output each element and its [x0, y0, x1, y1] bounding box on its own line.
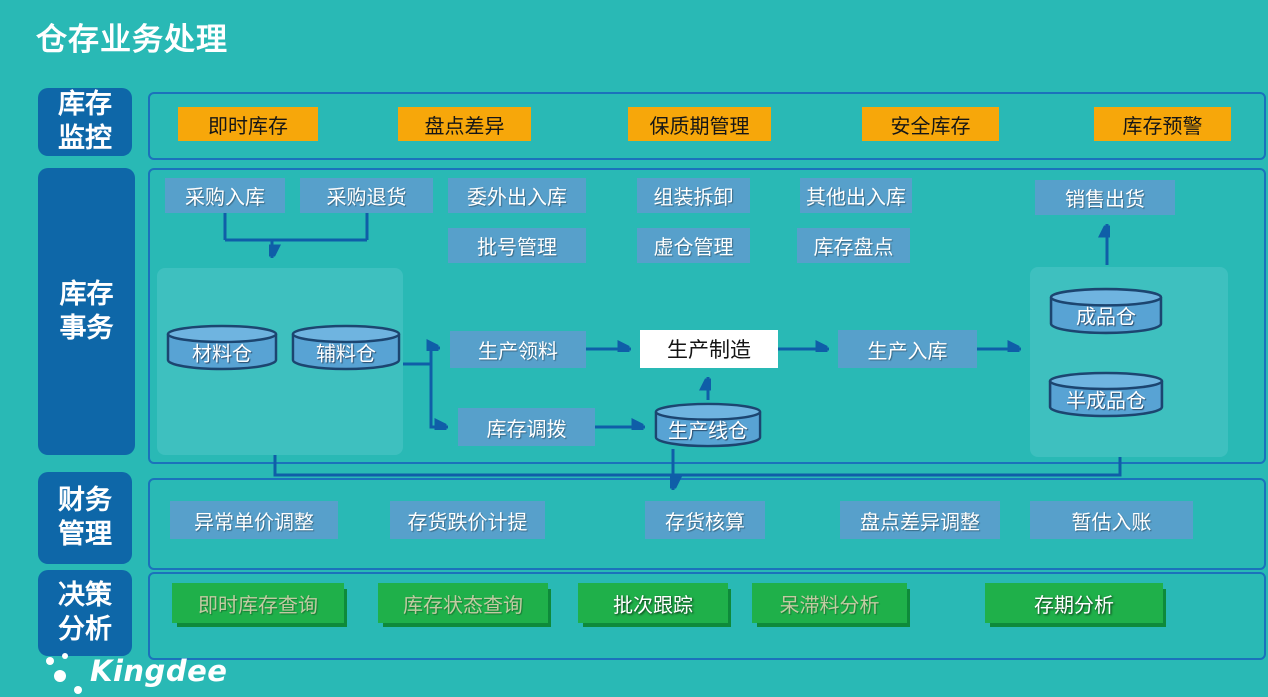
sidebar-item-inventory-transactions: 库存事务	[38, 168, 135, 455]
sidebar-item-inventory-monitoring: 库存监控	[38, 88, 132, 156]
node-abnormal-price-adjustment: 异常单价调整	[170, 501, 338, 539]
inventory-transactions-frame	[148, 168, 1266, 464]
cylinder-icon	[1049, 287, 1163, 335]
node-estimated-entry: 暂估入账	[1030, 501, 1193, 539]
node-safety-stock: 安全库存	[862, 107, 999, 141]
cylinder-icon	[1048, 371, 1164, 418]
node-stocktaking-difference: 盘点差异	[398, 107, 531, 141]
cylinder-material-warehouse: 材料仓	[166, 324, 278, 372]
node-instant-inventory-query: 即时库存查询	[172, 583, 344, 623]
cylinder-label: 半成品仓	[1066, 388, 1146, 413]
node-batch-management: 批号管理	[448, 228, 586, 263]
node-production-inbound: 生产入库	[838, 330, 977, 368]
logo-text: Kingdee	[90, 654, 228, 688]
node-assembly-disassembly: 组装拆卸	[637, 178, 750, 213]
cylinder-label: 辅料仓	[316, 341, 376, 366]
cylinder-label: 生产线仓	[668, 418, 748, 443]
node-production-manufacturing: 生产制造	[640, 330, 778, 368]
node-inventory-transfer: 库存调拨	[458, 408, 595, 446]
node-inventory-depreciation: 存货跌价计提	[390, 501, 545, 539]
cylinder-finished-goods-warehouse: 成品仓	[1049, 287, 1163, 336]
cylinder-icon	[166, 324, 278, 371]
cylinder-label: 成品仓	[1076, 304, 1136, 329]
sidebar-label: 库存监控	[58, 89, 112, 154]
node-stocktaking: 库存盘点	[797, 228, 910, 263]
node-other-in-out: 其他出入库	[800, 178, 912, 213]
node-instant-inventory: 即时库存	[178, 107, 318, 141]
node-purchase-return: 采购退货	[300, 178, 433, 213]
cylinder-icon	[291, 324, 401, 371]
finance-management-frame	[148, 478, 1266, 570]
node-inventory-alert: 库存预警	[1094, 107, 1231, 141]
page-title: 仓存业务处理	[36, 22, 228, 58]
cylinder-semi-finished-warehouse: 半成品仓	[1048, 371, 1164, 419]
node-shelf-life-management: 保质期管理	[628, 107, 771, 141]
kingdee-logo: Kingdee	[26, 646, 256, 696]
node-purchase-inbound: 采购入库	[165, 178, 285, 213]
logo-dot-icon	[54, 670, 66, 682]
node-stocktaking-difference-adjustment: 盘点差异调整	[840, 501, 1000, 539]
node-slow-moving-analysis: 呆滞料分析	[752, 583, 907, 623]
node-virtual-warehouse: 虚仓管理	[637, 228, 750, 263]
node-inventory-status-query: 库存状态查询	[378, 583, 548, 623]
cylinder-label: 材料仓	[192, 341, 252, 366]
node-production-picking: 生产领料	[450, 331, 586, 368]
logo-dot-icon	[46, 657, 54, 665]
sidebar-item-finance-management: 财务管理	[38, 472, 132, 564]
decision-analysis-frame	[148, 572, 1266, 660]
node-sales-shipment: 销售出货	[1035, 180, 1175, 215]
logo-dot-icon	[62, 653, 68, 659]
node-outsourcing-in-out: 委外出入库	[448, 178, 586, 213]
node-storage-period-analysis: 存期分析	[985, 583, 1163, 623]
sidebar-label: 财务管理	[58, 485, 112, 550]
node-inventory-accounting: 存货核算	[645, 501, 765, 539]
node-batch-tracking: 批次跟踪	[578, 583, 728, 623]
inventory-monitoring-frame	[148, 92, 1266, 160]
cylinder-production-line-warehouse: 生产线仓	[654, 402, 762, 449]
sidebar-label: 库存事务	[59, 278, 114, 344]
logo-dot-icon	[74, 686, 82, 694]
cylinder-icon	[654, 402, 762, 448]
sidebar-label: 决策分析	[58, 580, 112, 645]
cylinder-auxiliary-warehouse: 辅料仓	[291, 324, 401, 372]
sidebar-item-decision-analysis: 决策分析	[38, 570, 132, 656]
